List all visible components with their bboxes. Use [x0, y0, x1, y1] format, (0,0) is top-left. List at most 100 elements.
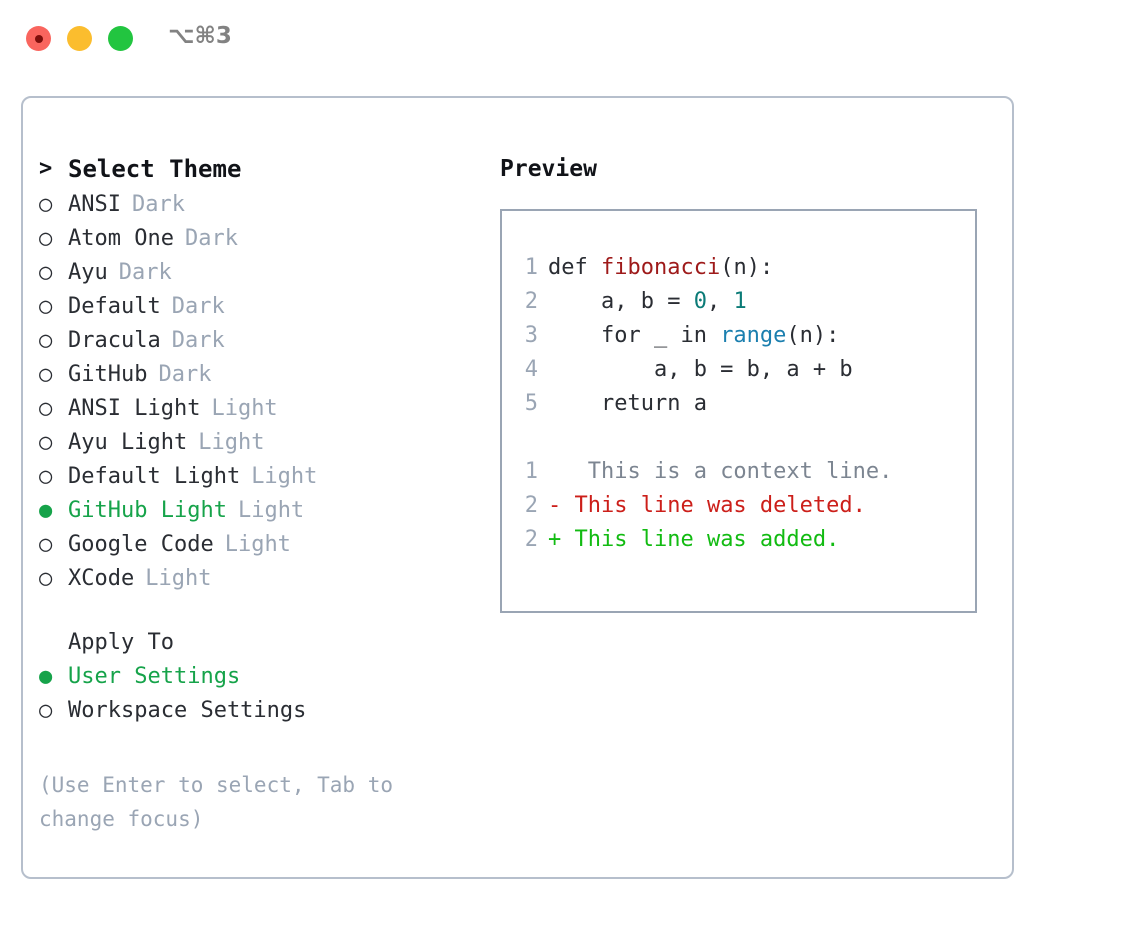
theme-option-variant: Dark: [131, 192, 185, 217]
radio-unselected-icon: ○: [39, 362, 53, 387]
theme-option-default[interactable]: ○ Default Dark: [39, 290, 479, 324]
diff-text: This line was deleted.: [561, 493, 866, 518]
theme-option-variant: Light: [198, 430, 265, 455]
theme-option-label: Default Light: [68, 464, 241, 489]
code-line-number: 2: [524, 289, 538, 314]
diff-sign: [548, 459, 561, 484]
theme-option-label: Google Code: [68, 532, 214, 557]
diff-line-add: 2+ This line was added.: [516, 523, 975, 557]
theme-option-ayu[interactable]: ○ Ayu Dark: [39, 256, 479, 290]
code-token-call: range: [720, 323, 787, 348]
diff-text: This line was added.: [561, 527, 840, 552]
apply-to-option-workspace-settings[interactable]: ○ Workspace Settings: [39, 694, 479, 728]
theme-option-label: ANSI: [68, 192, 121, 217]
title-bar: ⌥⌘3: [0, 0, 1140, 78]
radio-unselected-icon: ○: [39, 464, 53, 489]
code-diff-separator: [516, 421, 975, 455]
theme-option-xcode[interactable]: ○ XCode Light: [39, 562, 479, 596]
code-line: 4 a, b = b, a + b: [516, 353, 975, 387]
diff-line-number: 1: [524, 459, 538, 484]
theme-option-label: Dracula: [68, 328, 161, 353]
radio-unselected-icon: ○: [39, 430, 53, 455]
theme-option-label: GitHub: [68, 362, 148, 387]
theme-option-default-light[interactable]: ○ Default Light Light: [39, 460, 479, 494]
diff-sign: +: [548, 527, 562, 552]
code-token-fn: fibonacci: [600, 255, 721, 280]
theme-option-ayu-light[interactable]: ○ Ayu Light Light: [39, 426, 479, 460]
apply-to-option-user-settings[interactable]: ●User Settings: [39, 660, 479, 694]
theme-option-variant: Dark: [118, 260, 172, 285]
diff-line-ctx: 1 This is a context line.: [516, 455, 975, 489]
keyboard-shortcut-label: ⌥⌘3: [168, 23, 232, 49]
code-line: 3 for _ in range(n):: [516, 319, 975, 353]
diff-line-number: 2: [524, 493, 538, 518]
caret-icon: >: [39, 156, 53, 181]
diff-sample: 1 This is a context line. 2- This line wa…: [516, 455, 975, 557]
theme-option-ansi[interactable]: ○ ANSI Dark: [39, 188, 479, 222]
code-token-plain: for _ in: [548, 323, 721, 348]
diff-line-content: + This line was added.: [538, 523, 839, 557]
code-line-content: def fibonacci(n):: [538, 251, 773, 285]
code-token-plain: a, b = b, a + b: [548, 357, 853, 382]
theme-option-label: Ayu Light: [68, 430, 188, 455]
section-spacer: [39, 596, 479, 626]
radio-unselected-icon: ○: [39, 328, 53, 353]
theme-option-variant: Light: [251, 464, 318, 489]
maximize-button[interactable]: [108, 26, 133, 51]
code-token-plain: a, b =: [548, 289, 694, 314]
code-line: 5 return a: [516, 387, 975, 421]
theme-option-label: Atom One: [68, 226, 174, 251]
theme-option-label: ANSI Light: [68, 396, 201, 421]
select-theme-title: Select Theme: [68, 155, 242, 183]
select-theme-header: > Select Theme: [39, 150, 479, 188]
theme-option-label: Ayu: [68, 260, 108, 285]
code-line-number: 4: [524, 357, 538, 382]
minimize-button[interactable]: [67, 26, 92, 51]
diff-line-content: - This line was deleted.: [538, 489, 866, 523]
code-token-plain: (n):: [786, 323, 840, 348]
theme-option-variant: Dark: [171, 294, 225, 319]
code-token-num: 0: [693, 289, 707, 314]
apply-to-heading: Apply To: [68, 630, 174, 655]
diff-line-number: 2: [524, 527, 538, 552]
code-line-number: 5: [524, 391, 538, 416]
diff-text: This is a context line.: [561, 459, 893, 484]
apply-to-option-label: Workspace Settings: [68, 698, 307, 723]
code-token-plain: def: [548, 255, 601, 280]
radio-unselected-icon: ○: [39, 532, 53, 557]
code-line-number: 1: [524, 255, 538, 280]
theme-option-atom-one[interactable]: ○ Atom One Dark: [39, 222, 479, 256]
code-token-plain: return a: [548, 391, 707, 416]
hint-spacer: [39, 728, 479, 762]
close-button[interactable]: [26, 26, 51, 51]
traffic-lights: [26, 26, 133, 51]
code-token-num: 1: [733, 289, 747, 314]
code-line-content: for _ in range(n):: [538, 319, 839, 353]
theme-option-variant: Light: [224, 532, 291, 557]
theme-option-label: Default: [68, 294, 161, 319]
theme-option-variant: Dark: [184, 226, 238, 251]
radio-unselected-icon: ○: [39, 260, 53, 285]
radio-unselected-icon: ○: [39, 226, 53, 251]
radio-unselected-icon: ○: [39, 294, 53, 319]
code-line: 2 a, b = 0, 1: [516, 285, 975, 319]
diff-line-content: This is a context line.: [538, 455, 893, 489]
radio-selected-icon: ●: [39, 664, 53, 689]
theme-option-variant: Light: [145, 566, 212, 591]
theme-option-google-code[interactable]: ○ Google Code Light: [39, 528, 479, 562]
radio-unselected-icon: ○: [39, 192, 53, 217]
apply-to-list: ●User Settings ○ Workspace Settings: [39, 660, 479, 728]
theme-option-variant: Dark: [158, 362, 212, 387]
radio-unselected-icon: ○: [39, 566, 53, 591]
theme-option-github[interactable]: ○ GitHub Dark: [39, 358, 479, 392]
theme-option-label: XCode: [68, 566, 135, 591]
radio-unselected-icon: ○: [39, 698, 53, 723]
